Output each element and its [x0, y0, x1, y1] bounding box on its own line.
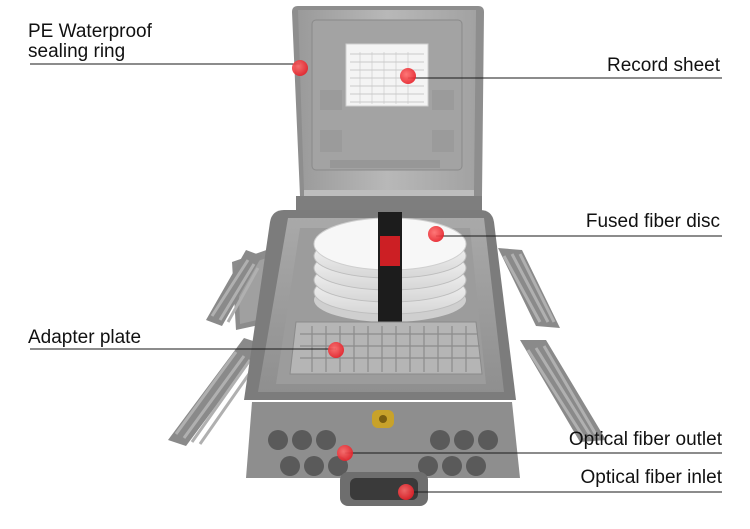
adapter-plate	[289, 321, 483, 375]
label-adapter-plate: Adapter plate	[28, 327, 142, 348]
marker-fiber-disc	[428, 226, 444, 242]
callout-markers	[292, 60, 444, 500]
marker-sealing-ring	[292, 60, 308, 76]
right-mounting-clamps	[498, 248, 606, 442]
label-sealing-ring-line1: PE Waterproof	[28, 21, 152, 42]
enclosure-lid	[292, 6, 484, 212]
marker-adapter-plate	[328, 342, 344, 358]
label-record-sheet: Record sheet	[606, 55, 720, 76]
fiber-disc-stack	[313, 212, 467, 330]
marker-fiber-inlet	[398, 484, 414, 500]
marker-record-sheet	[400, 68, 416, 84]
cable-port-block	[246, 402, 520, 506]
leader-lines	[30, 63, 722, 493]
label-fiber-disc: Fused fiber disc	[585, 211, 720, 232]
label-sealing-ring-line2: sealing ring	[28, 41, 126, 62]
label-fiber-inlet: Optical fiber inlet	[580, 467, 722, 488]
marker-fiber-outlet	[337, 445, 353, 461]
label-fiber-outlet: Optical fiber outlet	[568, 429, 722, 450]
